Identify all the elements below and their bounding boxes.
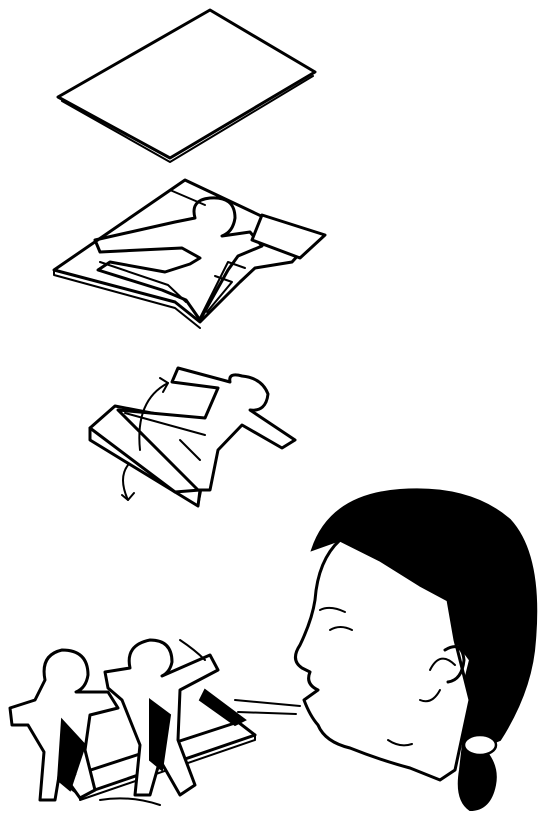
folded-paper-figure-icon (90, 368, 295, 506)
woman-blowing-icon (235, 489, 536, 810)
paper-with-cut-figure-icon (54, 180, 325, 328)
paper-figures-group-icon (10, 640, 255, 805)
blank-paper-sheet-icon (58, 10, 315, 162)
